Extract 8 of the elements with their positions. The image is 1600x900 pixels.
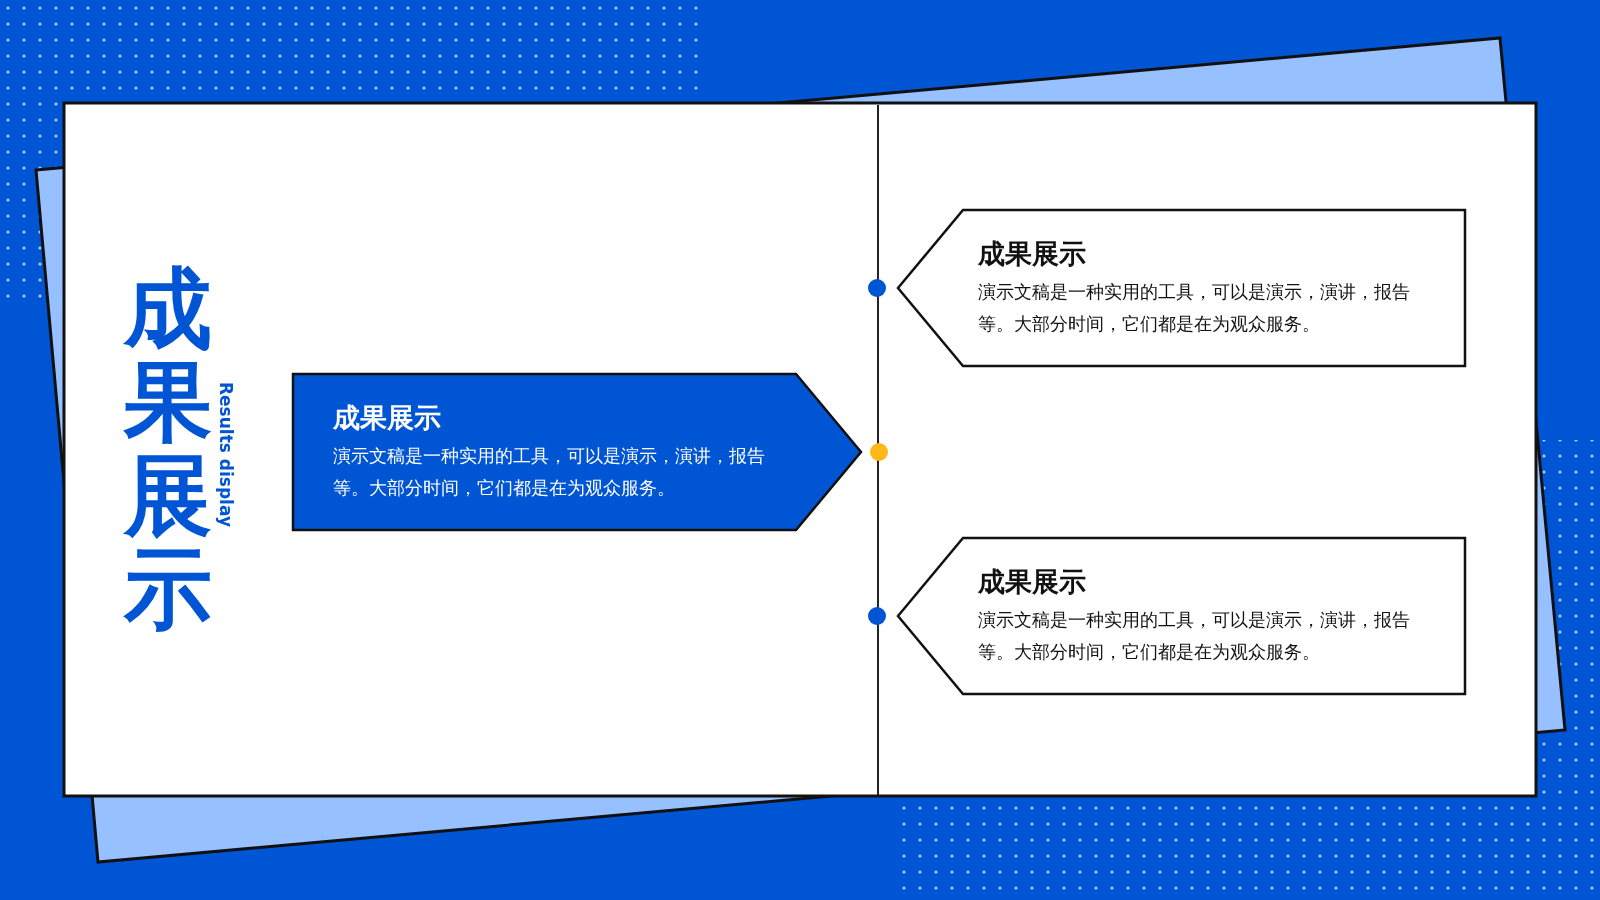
vertical-title: 成果展示 bbox=[124, 262, 212, 636]
heading: 成果展示 bbox=[333, 401, 441, 435]
description: 演示文稿是一种实用的工具，可以是演示，演讲，报告等。大部分时间，它们都是在为观众服务。 bbox=[978, 608, 1411, 665]
description: 演示文稿是一种实用的工具，可以是演示，演讲，报告等。大部分时间，它们都是在为观众服务。 bbox=[978, 280, 1411, 337]
subtitle: Results display bbox=[216, 382, 236, 527]
heading: 成果展示 bbox=[978, 237, 1086, 271]
heading: 成果展示 bbox=[978, 565, 1086, 599]
description: 演示文稿是一种实用的工具，可以是演示，演讲，报告等。大部分时间，它们都是在为观众服务。 bbox=[333, 444, 766, 501]
